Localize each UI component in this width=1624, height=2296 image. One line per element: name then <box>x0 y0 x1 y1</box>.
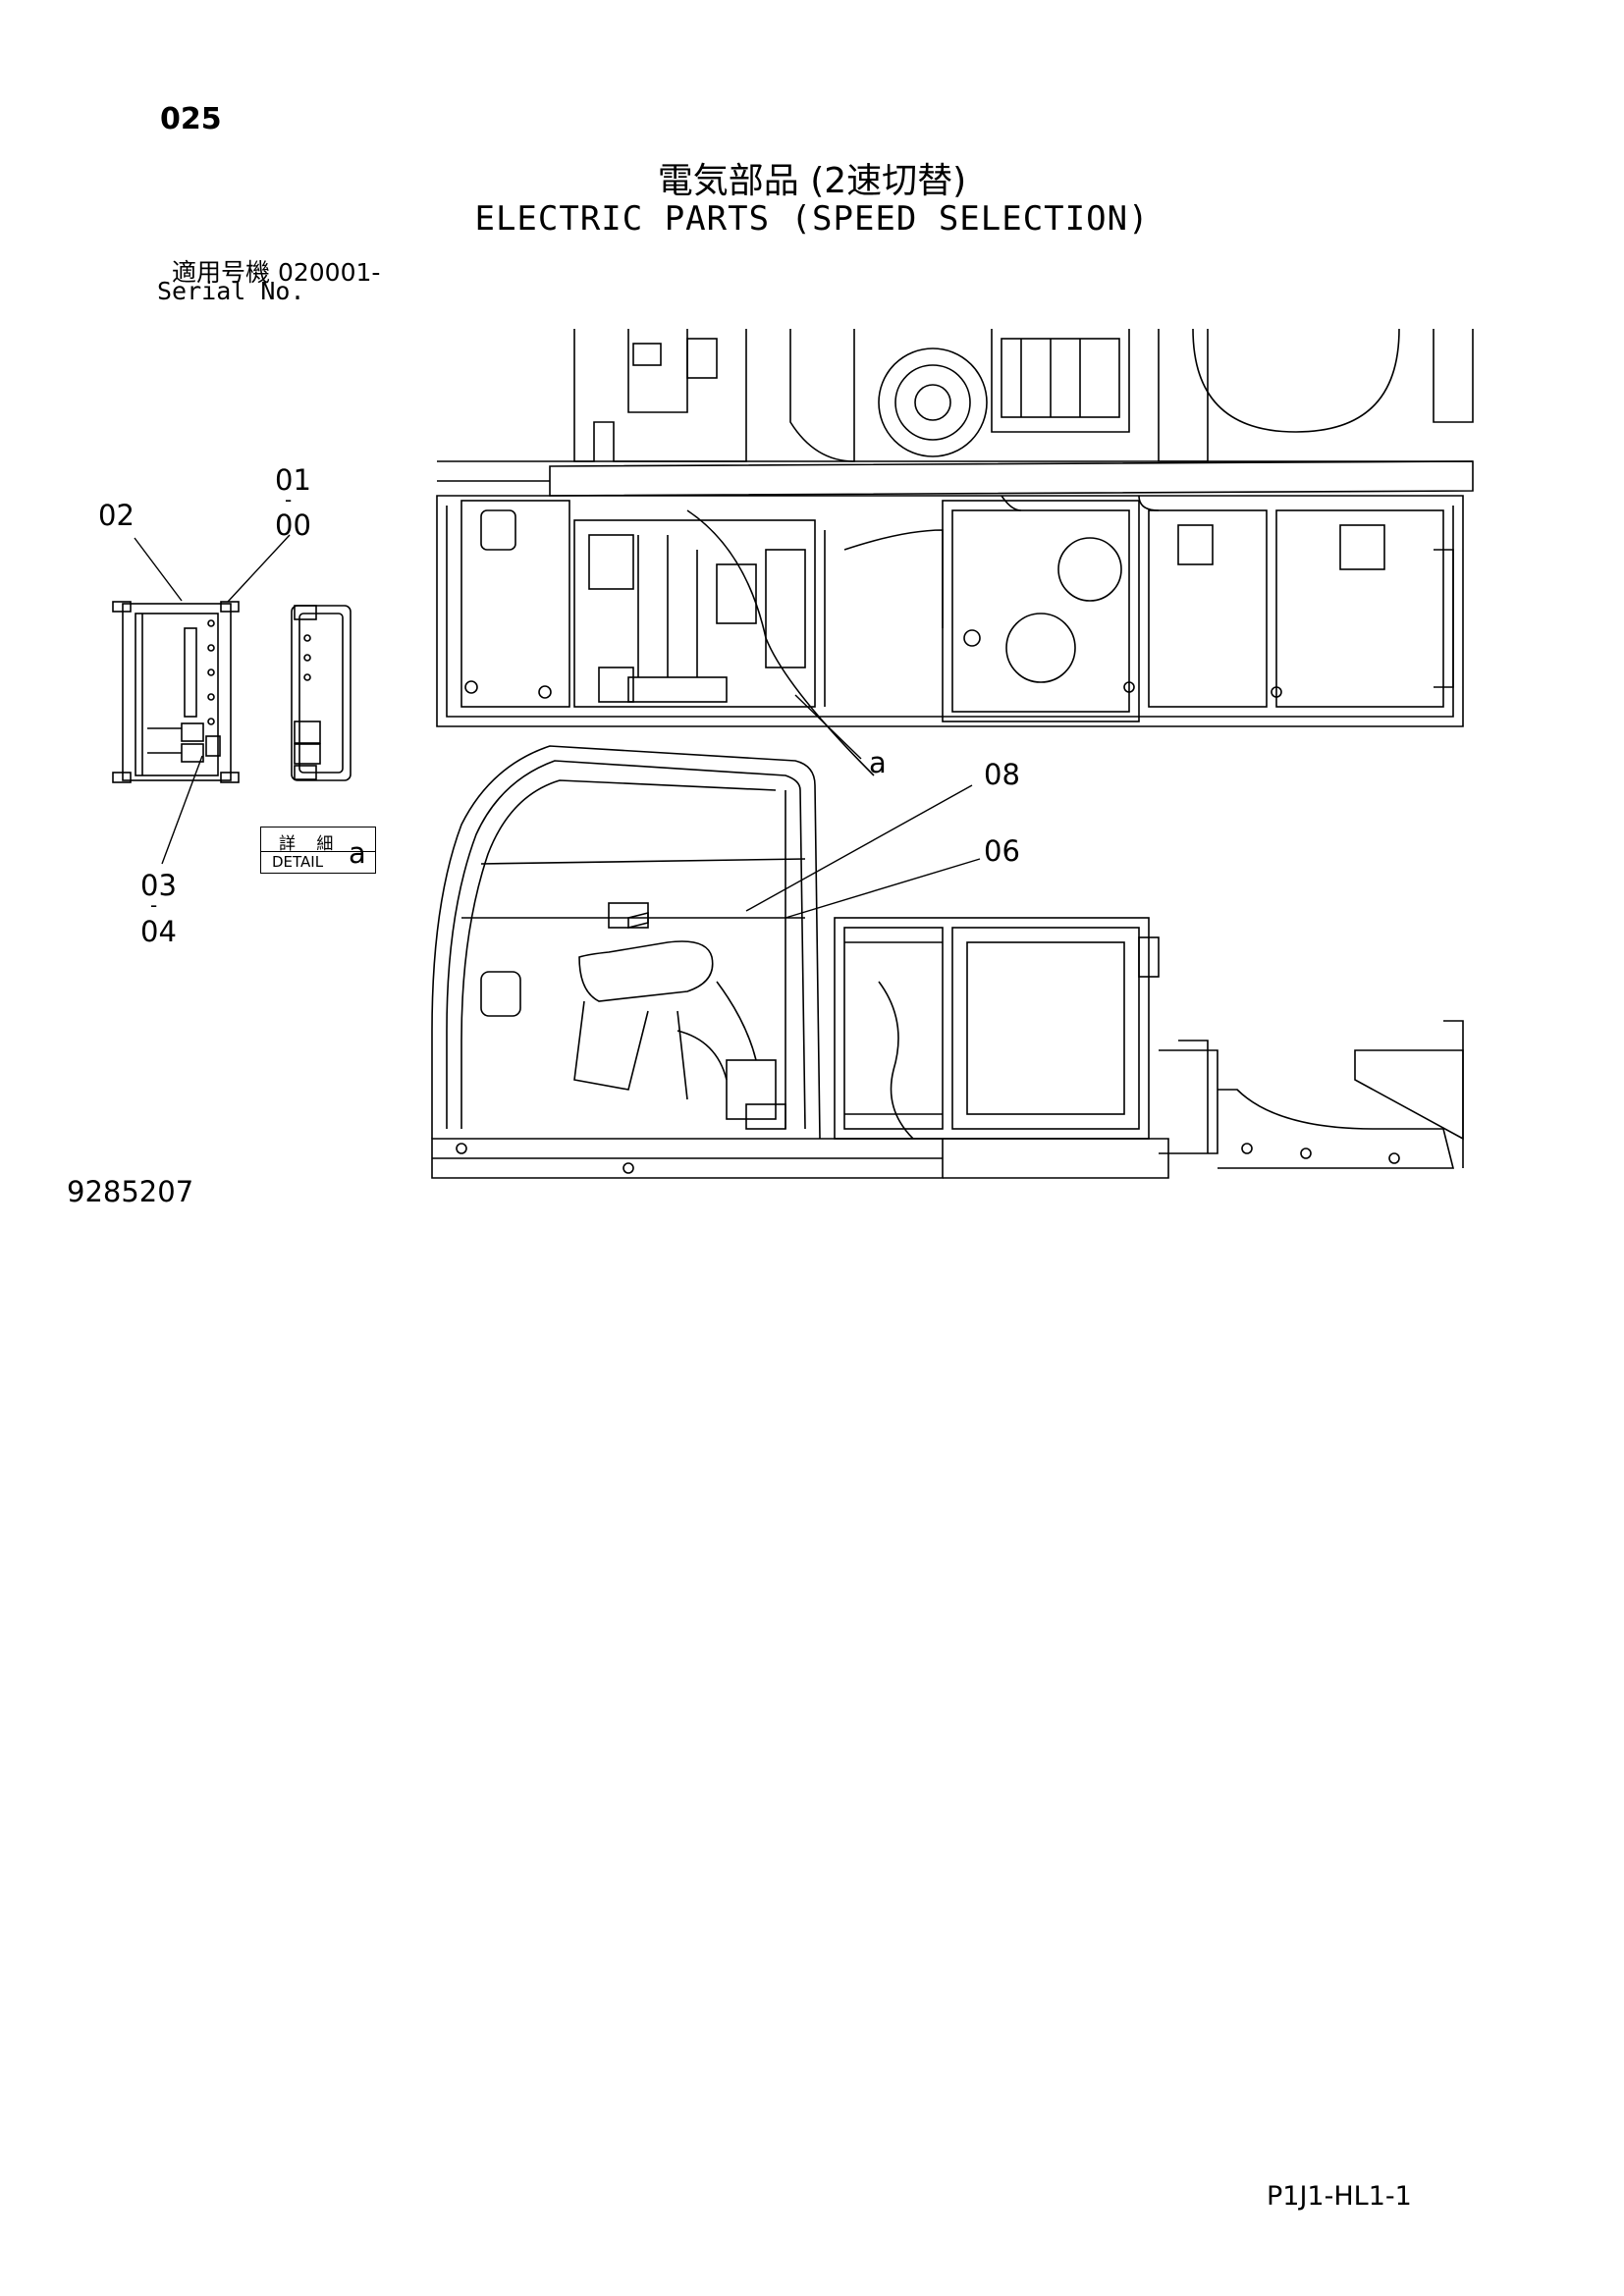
callout-00: 00 <box>275 508 311 542</box>
detail-divider <box>261 851 375 852</box>
leader-lines <box>134 534 981 919</box>
detail-label-box: 詳 細 DETAIL <box>260 827 376 874</box>
title-english: ELECTRIC PARTS (SPEED SELECTION) <box>474 199 1150 239</box>
callout-08: 08 <box>984 758 1020 791</box>
callout-01: 01 <box>275 463 311 497</box>
callout-06: 06 <box>984 834 1020 868</box>
drawing-number: 9285207 <box>67 1175 194 1208</box>
serial-label-japanese: 適用号機 020001- <box>172 258 381 287</box>
callout-dash-top: - <box>285 488 293 511</box>
callout-a: a <box>869 746 887 779</box>
callout-dash-bottom: - <box>150 893 158 917</box>
callout-03: 03 <box>140 869 177 902</box>
detail-label-english: DETAIL <box>272 853 324 871</box>
cab-side-view <box>431 745 1464 1179</box>
callout-04: 04 <box>140 915 177 948</box>
callout-02: 02 <box>98 499 135 532</box>
upper-frame-view <box>436 328 1474 776</box>
detail-label-japanese: 詳 細 <box>279 834 342 854</box>
page-number: 025 <box>160 102 222 136</box>
detail-letter: a <box>349 836 366 870</box>
title-japanese: 電気部品 (2速切替) <box>657 161 967 201</box>
serial-label-english: Serial No. <box>157 277 305 305</box>
detail-a-part-views <box>112 601 352 783</box>
sheet-code: P1J1-HL1-1 <box>1267 2181 1412 2212</box>
